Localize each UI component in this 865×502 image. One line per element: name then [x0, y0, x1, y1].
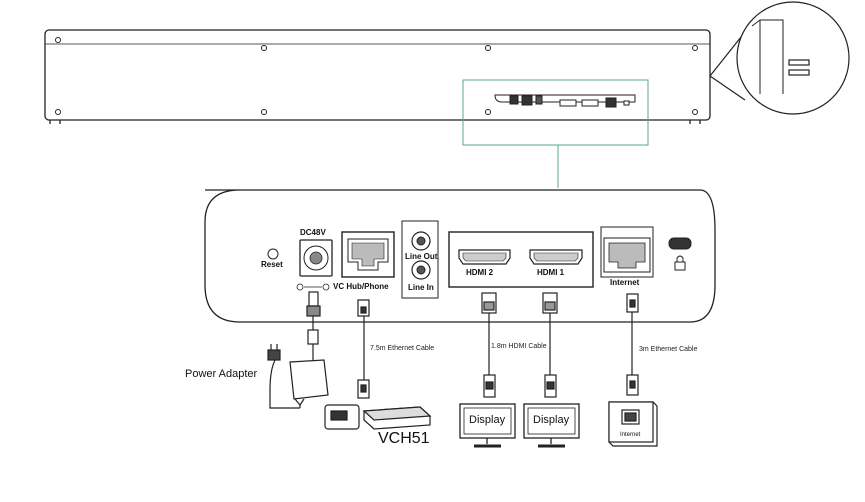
line-out-label: Line Out	[405, 252, 438, 261]
hdmi-cable-1	[542, 292, 558, 398]
reset-label: Reset	[261, 260, 283, 269]
hdmi1-label: HDMI 1	[537, 268, 565, 277]
bar-screws	[55, 37, 698, 115]
zoom-callout	[709, 1, 850, 115]
line-in-label: Line In	[408, 283, 434, 292]
display-label-1: Display	[469, 414, 506, 426]
hdmi-cable-label: 1.8m HDMI Cable	[491, 343, 547, 350]
lock-slot	[668, 237, 692, 271]
highlight-box	[462, 79, 649, 146]
bar-port-area	[494, 94, 636, 108]
hdmi-cable-2	[481, 292, 497, 398]
power-adapter-label: Power Adapter	[185, 368, 258, 380]
power-cable	[267, 291, 329, 409]
vc-hub-port	[341, 231, 395, 278]
internet-wall-jack	[608, 401, 658, 447]
device-bar	[44, 29, 711, 124]
internet-port-label: Internet	[610, 278, 640, 287]
vc-ethernet-cable	[357, 299, 370, 399]
internet-port	[600, 226, 654, 278]
hdmi2-label: HDMI 2	[466, 268, 494, 277]
dc-label: DC48V	[300, 228, 326, 237]
display-monitor-1	[459, 403, 516, 448]
vch51-hub	[324, 404, 432, 430]
internet-ethernet-cable	[626, 293, 639, 396]
hdmi-ports	[448, 231, 594, 288]
internet-jack-label: Internet	[620, 432, 641, 438]
ethernet-vc-cable-label: 7.5m Ethernet Cable	[370, 345, 435, 352]
vch51-label: VCH51	[378, 430, 430, 447]
vc-hub-label: VC Hub/Phone	[333, 282, 389, 291]
dc-port	[296, 239, 333, 291]
display-label-2: Display	[533, 414, 570, 426]
ethernet-internet-cable-label: 3m Ethernet Cable	[639, 346, 698, 353]
display-monitor-2	[523, 403, 580, 448]
reset-button	[267, 248, 279, 260]
audio-ports	[401, 220, 439, 299]
